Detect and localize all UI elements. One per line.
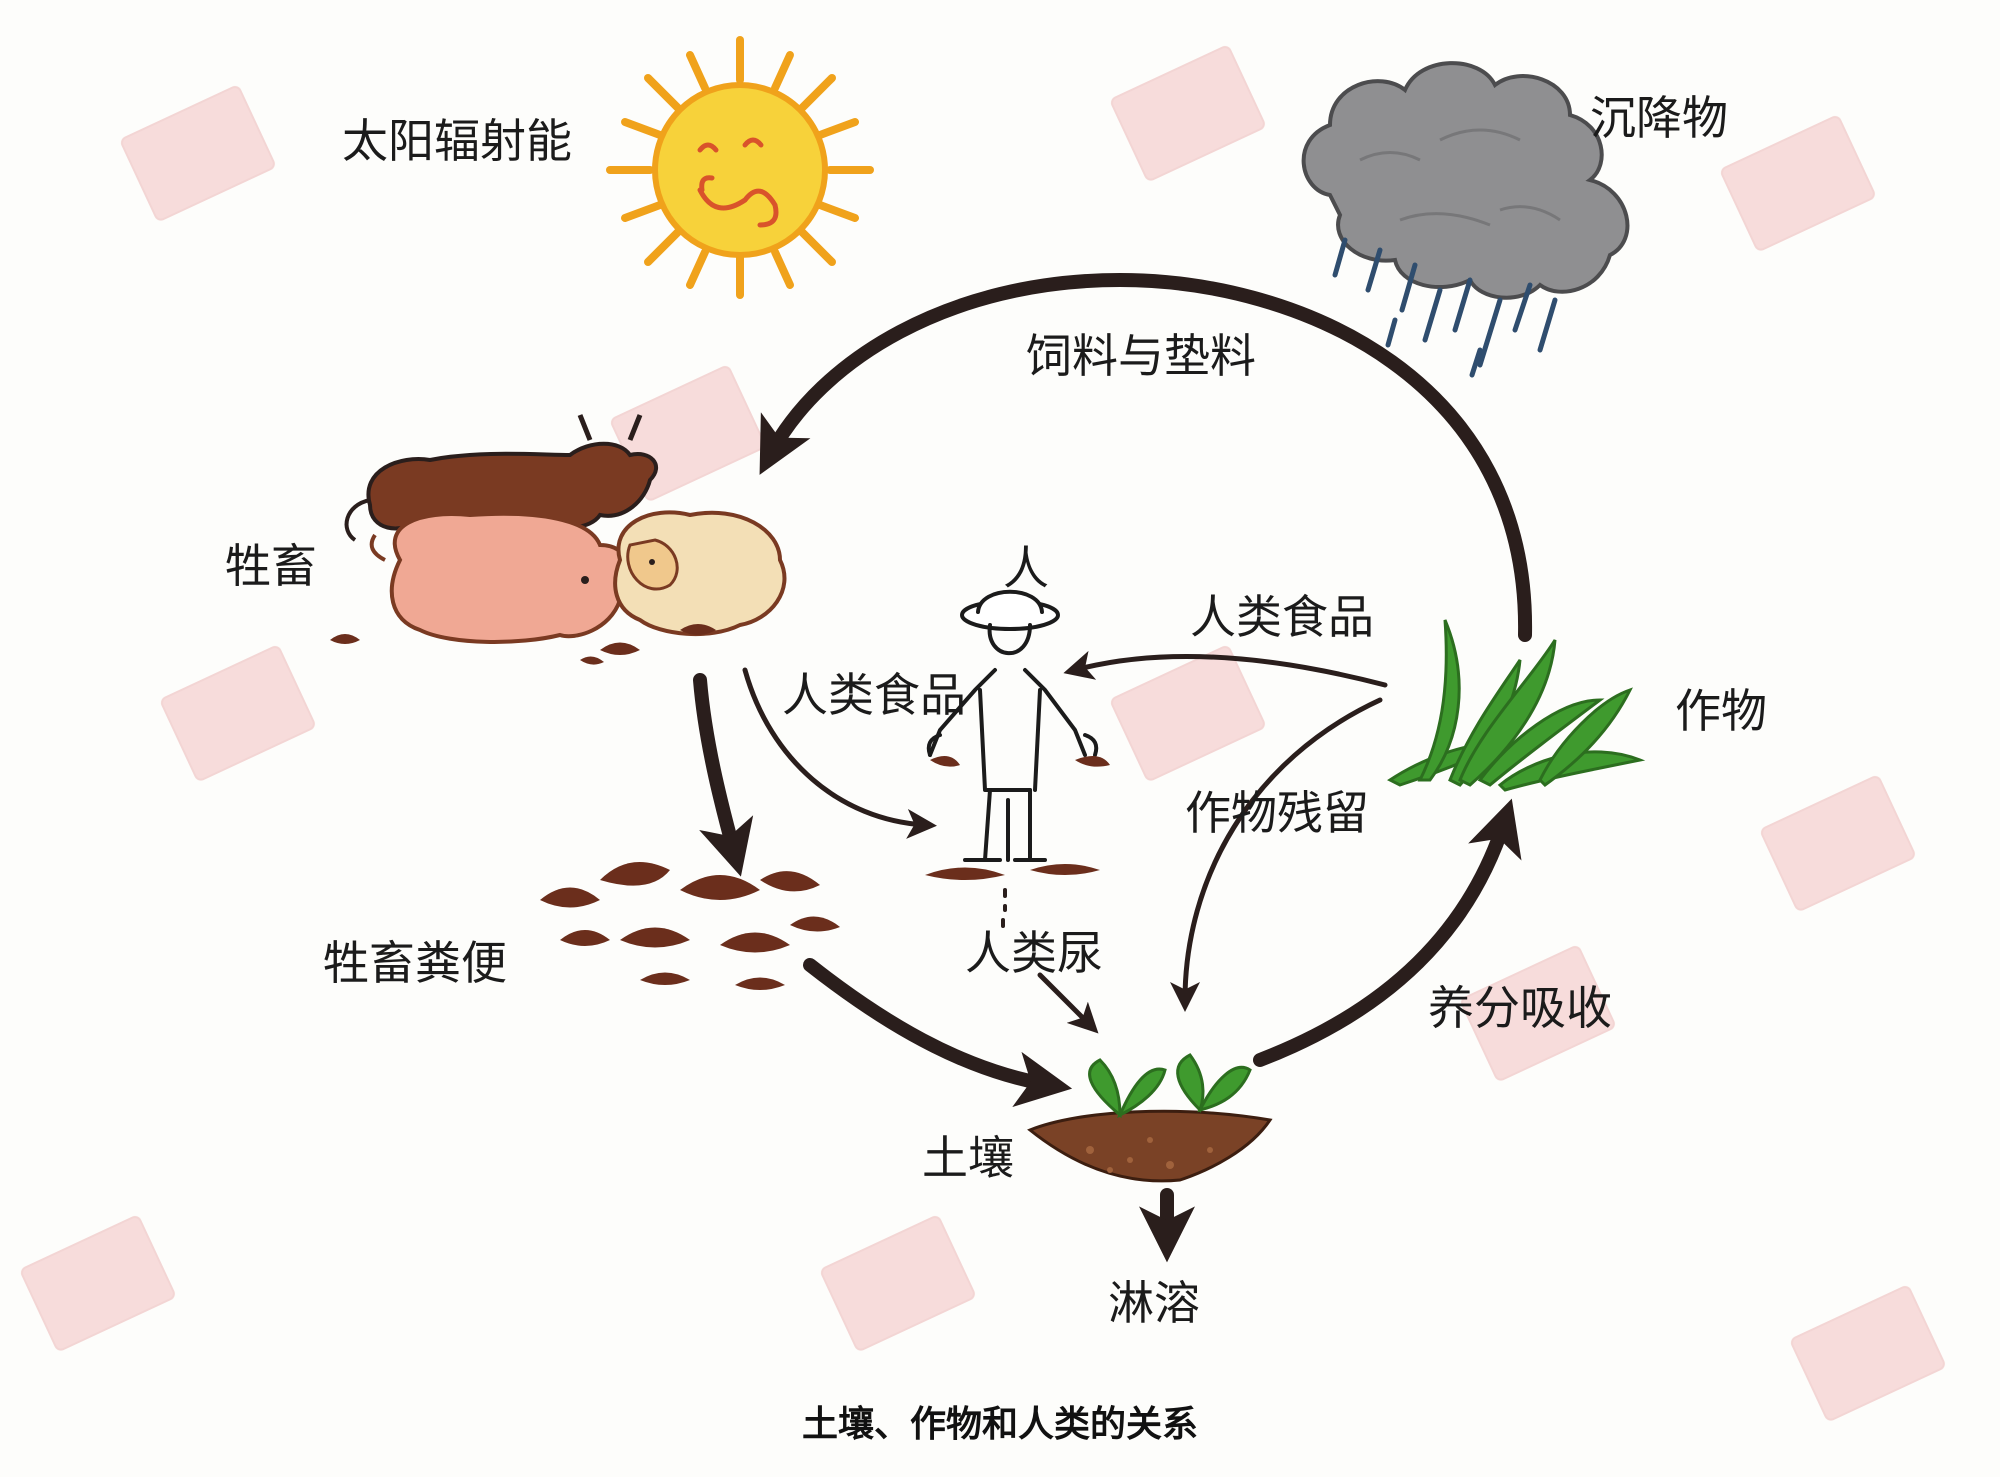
label-manure: 牲畜粪便 <box>323 936 507 990</box>
manure-icon <box>540 862 840 990</box>
nutrient-uptake-arrow <box>1253 798 1522 1067</box>
label-leaching: 淋溶 <box>1108 1276 1200 1330</box>
label-human-food-right: 人类食品 <box>1190 590 1374 644</box>
human-icon <box>925 589 1110 880</box>
urine-dots <box>1001 888 1007 932</box>
residue-arrow <box>1170 697 1383 1012</box>
label-precipitation: 沉降物 <box>1590 91 1728 145</box>
rain-cloud-icon <box>1301 61 1630 378</box>
food-to-human-arrow <box>1063 650 1388 688</box>
arrows <box>693 272 1533 1263</box>
urine-arrow <box>1037 972 1099 1034</box>
watermarks <box>20 46 1945 1421</box>
livestock-icon <box>330 414 787 665</box>
soil-icon <box>1027 1053 1273 1183</box>
label-crop-residue: 作物残留 <box>1185 786 1369 840</box>
manure-to-soil-arrow <box>803 958 1073 1108</box>
label-feed-bedding: 饲料与垫料 <box>1026 329 1256 383</box>
label-human-food-left: 人类食品 <box>782 668 966 722</box>
label-urine: 人类尿 <box>965 926 1103 980</box>
label-crops: 作物 <box>1675 684 1767 738</box>
manure-arrow <box>693 673 754 877</box>
label-nutrient-uptake: 养分吸收 <box>1428 981 1612 1035</box>
crops-icon <box>1387 619 1646 792</box>
livestock-food-arrow <box>742 667 937 839</box>
figure-caption: 土壤、作物和人类的关系 <box>801 1404 1198 1445</box>
feed-arrow <box>759 272 1533 642</box>
sun-icon <box>606 36 874 299</box>
label-soil: 土壤 <box>922 1131 1014 1185</box>
label-solar-radiation: 太阳辐射能 <box>342 114 572 168</box>
label-livestock: 牲畜 <box>225 539 317 593</box>
label-human: 人 <box>1003 541 1049 595</box>
